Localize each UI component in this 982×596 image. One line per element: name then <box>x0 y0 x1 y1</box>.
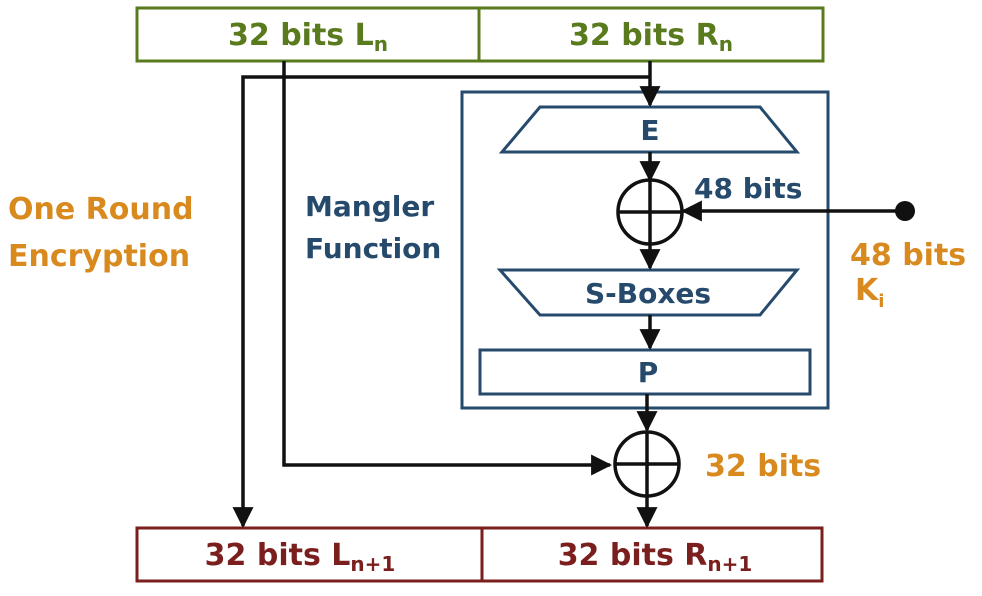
mangler-label-line2: Function <box>305 232 441 265</box>
xor-node-2 <box>613 430 681 498</box>
xor2-bits-label: 32 bits <box>705 449 821 484</box>
ln-box <box>135 6 481 63</box>
wire-ln-to-xor2 <box>282 61 613 476</box>
expansion-block <box>498 105 801 154</box>
key-input-dot <box>895 201 915 221</box>
input-block: 32 bits Ln 32 bits Rn <box>135 6 825 63</box>
round-label-line1: One Round <box>8 192 194 227</box>
expansion-label: E <box>640 114 659 147</box>
ln-label: 32 bits Ln <box>228 18 388 56</box>
rn-box <box>477 6 825 63</box>
wires <box>232 61 904 529</box>
permutation-label: P <box>638 356 659 389</box>
rn-label: 32 bits Rn <box>569 18 733 56</box>
key-bits-label: 48 bits <box>850 238 966 273</box>
round-label-line2: Encryption <box>8 239 190 274</box>
ln1-label: 32 bits Ln+1 <box>205 538 396 576</box>
key-label: Ki <box>855 273 884 312</box>
rn1-label: 32 bits Rn+1 <box>558 538 753 576</box>
xor-node-1 <box>616 178 684 246</box>
ln1-box <box>135 526 484 583</box>
sboxes-label: S-Boxes <box>585 277 711 310</box>
rn1-box <box>480 526 824 583</box>
wire-rn-to-ln1 <box>232 75 650 529</box>
sboxes-block <box>496 268 801 317</box>
output-block: 32 bits Ln+1 32 bits Rn+1 <box>135 526 824 583</box>
permutation-block <box>478 348 812 396</box>
xor1-bits-label: 48 bits <box>694 172 802 205</box>
mangler-label-line1: Mangler <box>305 190 434 223</box>
